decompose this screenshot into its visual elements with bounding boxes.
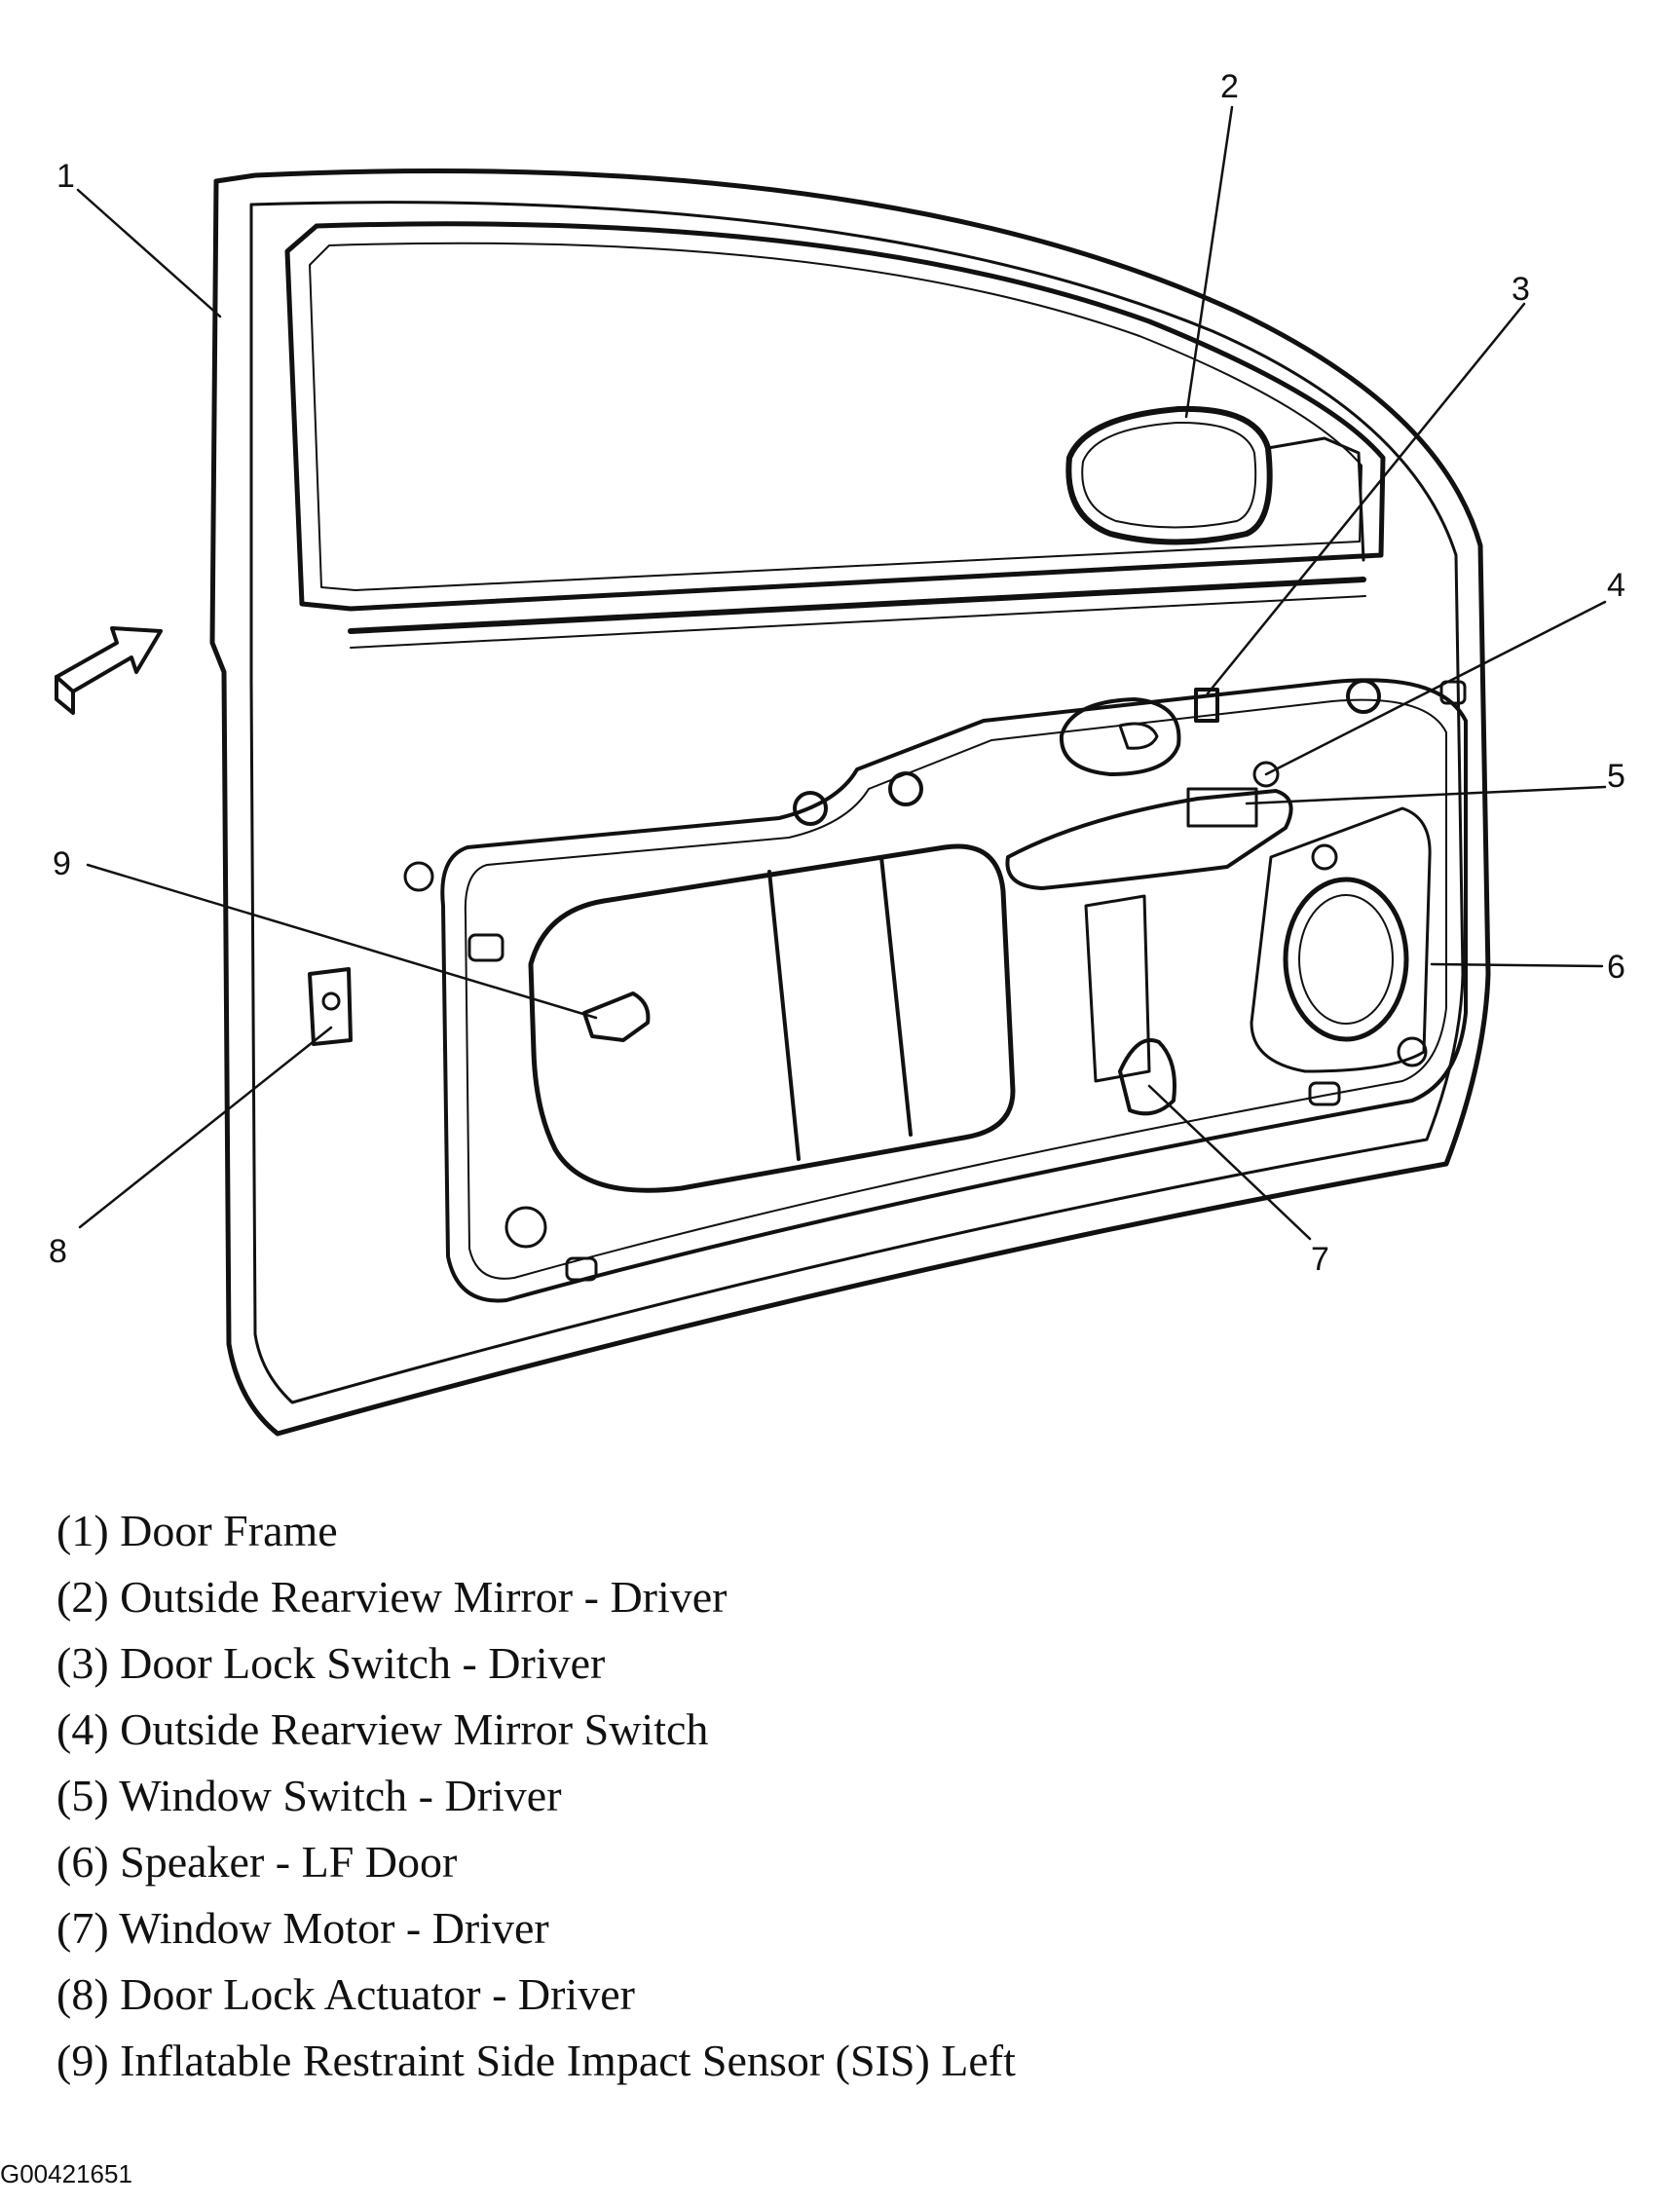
regulator-rail-left — [767, 870, 801, 1161]
legend-item: (8) Door Lock Actuator - Driver — [56, 1969, 635, 2019]
legend-item: (2) Outside Rearview Mirror - Driver — [56, 1572, 728, 1622]
lock-actuator-hole — [321, 991, 341, 1011]
speaker — [1283, 877, 1409, 1042]
callout-3: 3 — [1512, 271, 1530, 308]
callout-1: 1 — [56, 158, 75, 195]
clip-hole — [467, 933, 504, 962]
mirror-glass — [1081, 421, 1257, 529]
bolt — [793, 791, 828, 826]
mirror-housing — [1065, 405, 1273, 545]
access-hole — [528, 843, 1016, 1193]
callout-2: 2 — [1220, 68, 1239, 105]
callout-4: 4 — [1607, 567, 1625, 604]
callout-7: 7 — [1311, 1241, 1329, 1278]
legend-item: (9) Inflatable Restraint Side Impact Sen… — [56, 2036, 1016, 2085]
speaker-bracket — [1250, 806, 1432, 1073]
clip-hole — [1308, 1081, 1341, 1106]
bolt — [403, 861, 434, 892]
door-frame-ridge — [249, 201, 1465, 1404]
legend-item: (4) Outside Rearview Mirror Switch — [56, 1704, 709, 1754]
inner-panel-trim — [464, 698, 1447, 1280]
window-motor — [1118, 1038, 1176, 1116]
regulator-rail-right — [879, 855, 913, 1137]
legend-item: (3) Door Lock Switch - Driver — [56, 1638, 606, 1688]
callout-9: 9 — [53, 845, 71, 882]
parts-legend: (1) Door Frame (2) Outside Rearview Mirr… — [56, 1498, 1016, 2094]
legend-item: (5) Window Switch - Driver — [56, 1771, 562, 1820]
bolt — [1397, 1036, 1428, 1067]
armrest — [1005, 789, 1293, 890]
mirror-switch — [1252, 761, 1280, 788]
bolt — [504, 1206, 547, 1249]
callout-8: 8 — [49, 1233, 67, 1270]
side-impact-sensor — [582, 991, 651, 1042]
door-diagram: 1 2 3 4 5 6 7 8 9 — [49, 68, 1625, 1437]
inside-handle — [1059, 697, 1181, 776]
motor-mount — [1084, 894, 1151, 1083]
belt-molding — [348, 577, 1366, 634]
window-opening — [284, 221, 1386, 612]
callout-5: 5 — [1607, 758, 1625, 795]
bolt — [1311, 843, 1338, 871]
legend-item: (7) Window Motor - Driver — [56, 1903, 549, 1953]
bolt — [888, 771, 923, 806]
window-inner — [309, 242, 1363, 591]
speaker-cone — [1298, 894, 1394, 1025]
inner-panel — [440, 678, 1468, 1303]
door-lock-switch — [1194, 688, 1219, 723]
front-direction-arrow — [55, 626, 163, 693]
door-frame-outline — [209, 168, 1491, 1437]
clip-hole — [565, 1256, 598, 1282]
callout-6: 6 — [1607, 949, 1625, 986]
lock-actuator — [308, 967, 353, 1046]
leader-lines — [76, 105, 1607, 1241]
clip-hole — [1439, 680, 1467, 705]
window-switch — [1186, 787, 1258, 828]
bolt — [1346, 679, 1381, 714]
legend-item: (1) Door Frame — [56, 1506, 338, 1555]
figure-id: G00421651 — [0, 2159, 132, 2188]
legend-item: (6) Speaker - LF Door — [56, 1837, 458, 1887]
belt-molding-lower — [350, 595, 1366, 649]
inside-handle-grip — [1118, 722, 1159, 750]
